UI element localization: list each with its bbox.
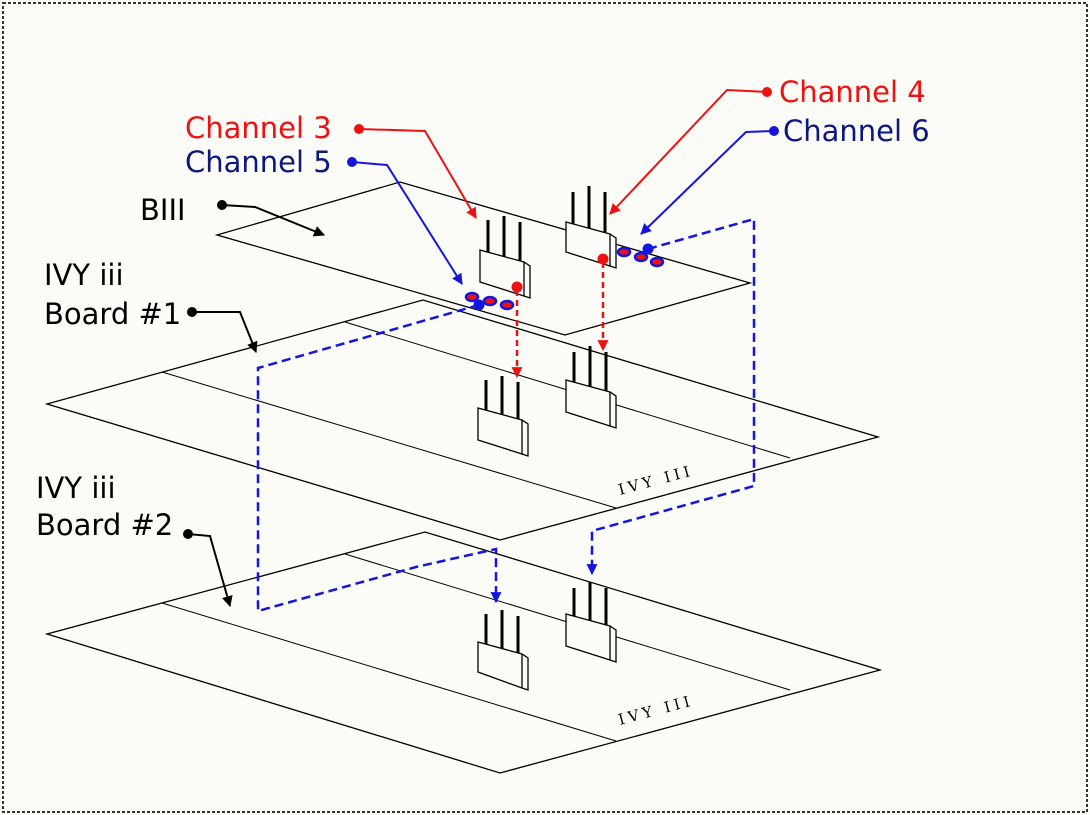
ivy-board-1: IVY III xyxy=(44,299,881,541)
board-2-label-line1: IVY iii xyxy=(36,471,116,505)
channel-6-route xyxy=(586,217,756,576)
ivy-board-2: IVY III xyxy=(44,531,883,774)
board-2-label-line2: Board #2 xyxy=(36,508,173,542)
board-1-connector-right xyxy=(565,346,617,429)
channel-4-label: Channel 4 xyxy=(779,75,926,109)
biii-label: BIII xyxy=(140,193,186,227)
board-2-divider-a xyxy=(161,602,617,742)
board-2-plane xyxy=(44,531,883,774)
board-2-connector-right xyxy=(565,582,617,663)
blue-signal-paths xyxy=(256,217,756,613)
channel-6-label: Channel 6 xyxy=(783,114,930,148)
biii-pads-right xyxy=(616,246,665,268)
board-1-label-line2: Board #1 xyxy=(44,297,181,331)
board-1-plane xyxy=(44,299,881,541)
biii-pads-left xyxy=(464,291,515,311)
red-signal-paths xyxy=(511,253,609,379)
board-1-label-line1: IVY iii xyxy=(44,258,124,292)
board-2-connector-left xyxy=(477,610,529,691)
board-1-connector-left xyxy=(477,376,529,457)
channel-5-label: Channel 5 xyxy=(185,145,332,179)
callout-leaders xyxy=(183,87,779,608)
channel-3-label: Channel 3 xyxy=(185,111,332,145)
board-1-divider-a xyxy=(161,371,617,509)
channel-5-route xyxy=(256,303,502,613)
